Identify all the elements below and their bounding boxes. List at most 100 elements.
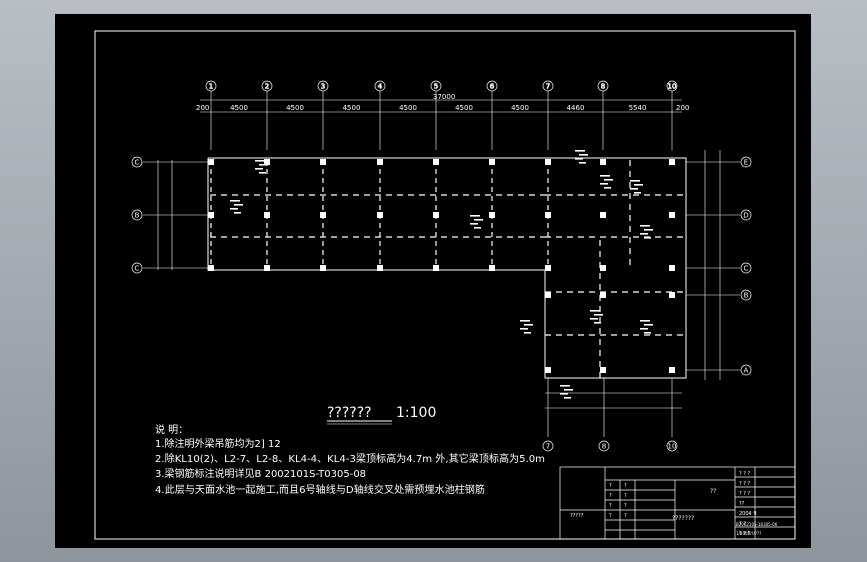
column-6-1: [545, 212, 551, 218]
left-axis-bubble-1-circle: [131, 209, 143, 221]
note-2: 2.除KL10(2)、L2-7、L2-8、KL4-4、KL4-3梁顶标高为4.7…: [155, 452, 545, 465]
bottom-axis-bubble-7: 7: [542, 440, 554, 452]
top-axis-bubble-8-label: 8: [601, 83, 605, 91]
annotation-mark-0-0: [230, 200, 240, 202]
bottom-axis-bubble-7-circle: [542, 440, 554, 452]
title-block-mark-7: ?: [624, 513, 627, 519]
right-axis-bubble-B: B: [740, 289, 752, 301]
bottom-axis-bubble-10-circle: [666, 440, 678, 452]
annotation-mark-7-0: [590, 310, 600, 312]
top-axis-bubble-3-label: 3: [321, 83, 325, 91]
annotation-mark-1-1: [259, 164, 268, 166]
annotation-mark-9-1: [564, 389, 573, 391]
column-3-2: [377, 265, 383, 271]
annotation-mark-1-3: [259, 172, 266, 174]
annotation-mark-10-2: [575, 158, 583, 160]
annotation-mark-0-3: [234, 212, 241, 214]
top-axis-bubble-2-label: 2: [265, 83, 269, 91]
title-block-mark-2: ?: [609, 493, 612, 499]
title-block: [559, 466, 796, 540]
bottom-axis-bubble-8: 8: [598, 440, 610, 452]
bottom-axis-bubble-10: 10: [666, 440, 678, 452]
top-axis-bubble-4-label: 4: [378, 83, 383, 91]
column-6-0: [545, 159, 551, 165]
title-block-side-label: ?????: [570, 513, 584, 519]
column-east-6: [545, 292, 551, 298]
column-4-0: [433, 159, 439, 165]
beam-lines: [210, 160, 684, 378]
column-2-1: [320, 212, 326, 218]
column-east-2: [600, 212, 606, 218]
top-axis-bubble-1-label: 1: [209, 83, 213, 91]
title-block-row-5: ? ?: [739, 521, 746, 527]
title-block-code-1: B2002105-16305-06: [736, 522, 778, 527]
top-edge-right-offset: 200: [676, 104, 689, 112]
annotation-mark-3-2: [600, 183, 608, 185]
title-block-row-2: ? ? ?: [739, 491, 750, 497]
column-east-1: [669, 159, 675, 165]
annotation-mark-3-0: [600, 175, 610, 177]
annotation-mark-2-2: [470, 223, 478, 225]
title-block-code-2: 1/2005/?/???: [736, 531, 761, 536]
annotation-mark-5-0: [640, 225, 650, 227]
bottom-axis-bubble-8-label: 8: [602, 443, 606, 451]
right-axis-bubble-C-circle: [740, 262, 752, 274]
note-1: 1.除注明外梁吊筋均为2] 12: [155, 437, 281, 450]
annotation-mark-6-1: [524, 324, 533, 326]
top-total-dimension: 37000: [433, 93, 455, 101]
left-axis-bubble-0-label: C: [135, 159, 140, 167]
title-block-drawing-name: ???????: [672, 515, 694, 522]
top-spacing-1: 4500: [286, 104, 304, 112]
note-3: 3.梁钢筋标注说明详见B 2002101S-T0305-08: [155, 467, 366, 480]
annotation-mark-7-3: [594, 322, 601, 324]
right-axis-bubble-D: D: [740, 209, 752, 221]
annotation-mark-4-3: [634, 192, 641, 194]
title-block-mark-3: ?: [624, 493, 627, 499]
annotation-mark-4-1: [634, 184, 643, 186]
annotation-mark-10-0: [575, 150, 585, 152]
title-block-row-4: 2004 9: [739, 511, 757, 517]
column-3-0: [377, 159, 383, 165]
column-0-0: [208, 159, 214, 165]
top-spacing-2: 4500: [343, 104, 361, 112]
annotation-mark-5-3: [644, 237, 651, 239]
annotation-mark-5-2: [640, 233, 648, 235]
annotation-mark-2-0: [470, 215, 480, 217]
column-4-2: [433, 265, 439, 271]
column-east-9: [545, 367, 551, 373]
annotation-mark-9-2: [560, 393, 568, 395]
plan-scale: 1:100: [396, 405, 436, 421]
title-block-row-0: ? ? ?: [739, 471, 750, 477]
top-spacing-7: 5540: [629, 104, 647, 112]
column-1-2: [264, 265, 270, 271]
left-axis-bubble-2-circle: [131, 262, 143, 274]
top-spacing-4: 4500: [455, 104, 473, 112]
annotation-mark-10-3: [579, 162, 586, 164]
right-axis-bubble-A-circle: [740, 364, 752, 376]
column-1-0: [264, 159, 270, 165]
top-spacing-6: 4460: [567, 104, 585, 112]
column-1-1: [264, 212, 270, 218]
annotation-mark-1-2: [255, 168, 263, 170]
left-dimension-chain: [143, 160, 208, 270]
annotation-mark-8-1: [644, 324, 653, 326]
title-block-mark-0: ?: [609, 483, 612, 489]
title-block-center-label: ??: [710, 488, 716, 495]
column-4-1: [433, 212, 439, 218]
column-east-7: [600, 292, 606, 298]
top-spacing-3: 4500: [399, 104, 417, 112]
bottom-dimension-chain: [545, 378, 682, 437]
bottom-axis-bubble-8-circle: [598, 440, 610, 452]
right-axis-bubble-A: A: [740, 364, 752, 376]
column-east-8: [669, 292, 675, 298]
right-axis-bubble-E: E: [740, 156, 752, 168]
right-axis-bubble-E-label: E: [744, 159, 748, 167]
right-axis-bubble-C-label: C: [744, 265, 749, 273]
annotation-mark-3-1: [604, 179, 613, 181]
left-axis-bubble-2-label: C: [135, 265, 140, 273]
annotation-mark-6-2: [520, 328, 528, 330]
column-2-2: [320, 265, 326, 271]
annotation-mark-0-2: [230, 208, 238, 210]
